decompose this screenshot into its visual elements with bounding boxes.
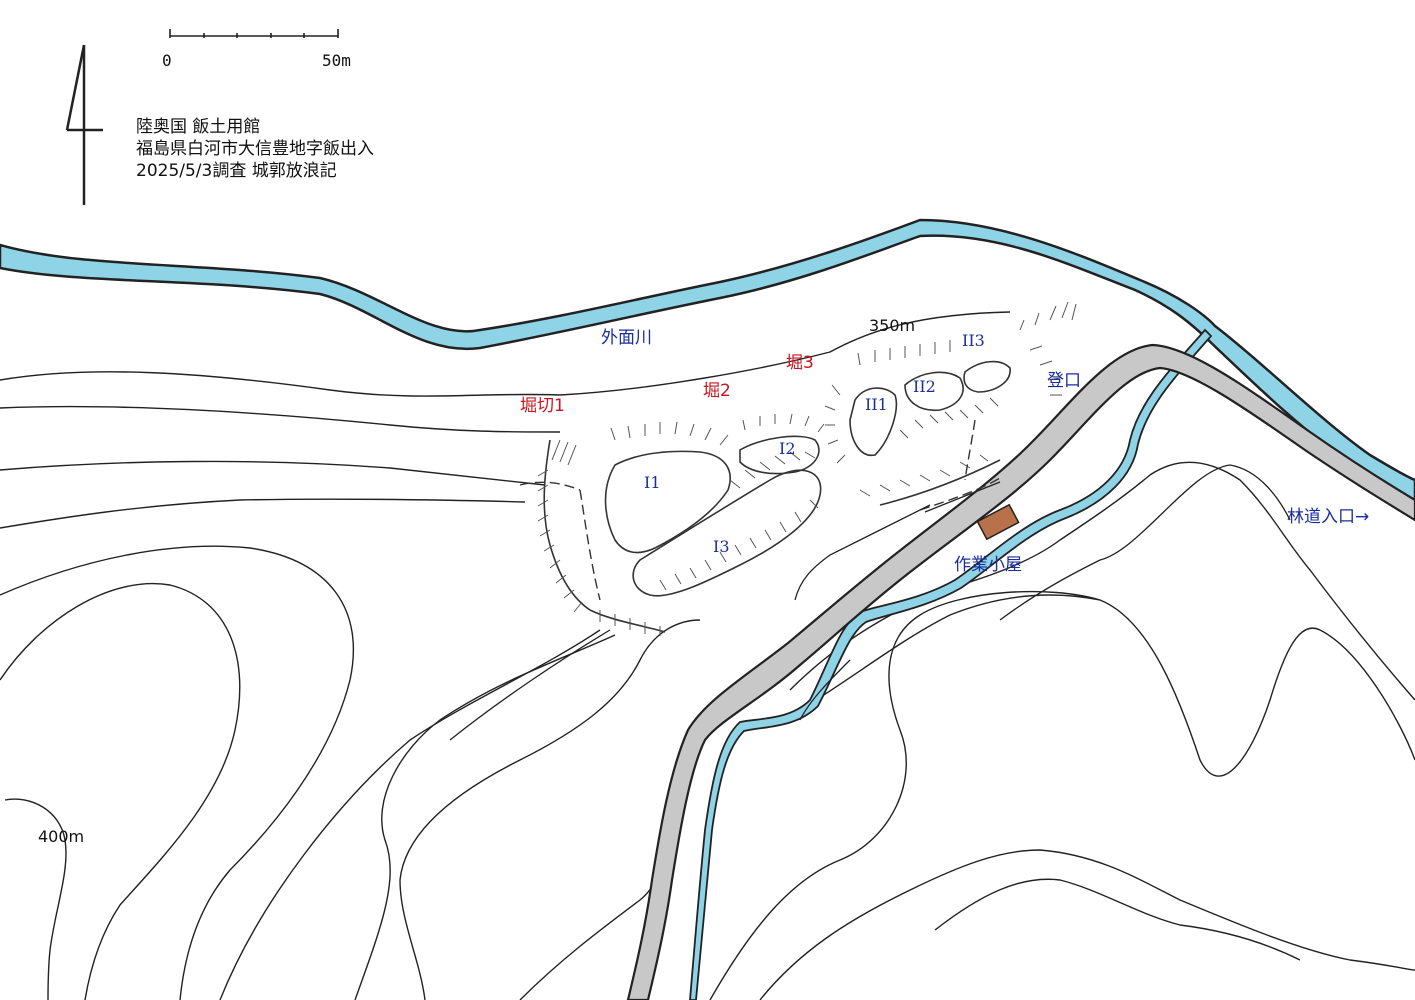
enclosure-ii3-outline	[963, 360, 1011, 393]
forest-road-entrance-label: 林道入口→	[1287, 507, 1370, 527]
contour-right-2	[799, 594, 1415, 777]
enclosure-i3-outline	[632, 469, 822, 597]
contour-left-2	[0, 583, 241, 1000]
contour-upper-left-3	[0, 498, 526, 529]
work-hut-label: 作業小屋	[954, 555, 1022, 575]
work-hut	[976, 503, 1020, 541]
enclosure-i3-label: I3	[713, 537, 730, 556]
title-line-2: 福島県白河市大信豊地字飯出入	[136, 139, 374, 159]
river	[0, 218, 1415, 502]
entrance-label: 登口	[1047, 371, 1081, 391]
moat-2-label: 堀2	[703, 381, 731, 401]
enclosure-i2-label: I2	[779, 439, 796, 458]
contour-350-label: 350m	[869, 316, 916, 335]
contour-lines	[0, 311, 1415, 1000]
contour-350	[0, 311, 1011, 397]
scale-start-label: 0	[162, 51, 172, 70]
enclosure-ii3-label: II3	[962, 331, 985, 350]
contour-middle-3	[399, 619, 701, 1000]
moat-3-label: 堀3	[786, 353, 814, 373]
scale-end-label: 50m	[322, 51, 351, 70]
contour-400-label: 400m	[38, 827, 85, 846]
enclosure-ii2-label: II2	[913, 377, 936, 396]
outer-ridge-south	[589, 609, 666, 633]
north-arrow-icon	[65, 44, 103, 205]
enclosure-ii1-label: II1	[865, 395, 888, 414]
ridge-base-lines	[449, 464, 1291, 741]
forest-road	[626, 343, 1415, 1000]
title-line-1: 陸奥国 飯土用館	[136, 117, 261, 137]
title-line-3: 2025/5/3調査 城郭放浪記	[136, 161, 337, 181]
contour-right-3	[759, 849, 1415, 1000]
outer-ridge-east	[879, 459, 1001, 506]
contour-middle-2	[354, 634, 616, 1000]
castle-earthworks	[543, 360, 1011, 633]
enclosure-i2-outline	[739, 435, 820, 475]
contour-left-1	[0, 545, 355, 1000]
outer-ridge-west	[543, 439, 591, 611]
moat-1-label: 堀切1	[520, 396, 565, 416]
contour-upper-left-1	[0, 405, 561, 433]
contour-right-4	[934, 878, 1301, 961]
contour-left-3	[4, 798, 67, 1000]
trails	[519, 419, 1001, 601]
map-title-block: 陸奥国 飯土用館 福島県白河市大信豊地字飯出入 2025/5/3調査 城郭放浪記	[136, 116, 374, 182]
scale-bar	[169, 29, 339, 38]
enclosure-i1-label: I1	[644, 473, 661, 492]
contour-middle-1	[219, 629, 601, 1000]
enclosure-ii2-outline	[904, 371, 964, 411]
enclosure-i1-outline	[604, 450, 731, 554]
hachure-slopes	[537, 301, 1077, 636]
contour-right-1	[709, 590, 1101, 1000]
river-label: 外面川	[601, 328, 652, 348]
enclosure-ii1-outline	[849, 387, 898, 456]
contour-upper-left-2	[0, 460, 546, 486]
